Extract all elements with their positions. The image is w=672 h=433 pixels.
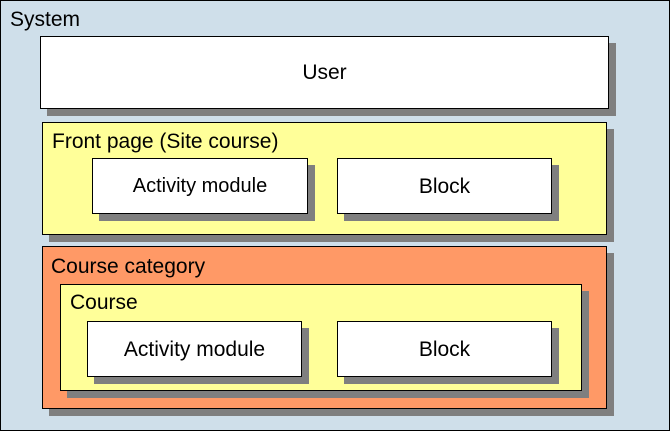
course-block-box: Block <box>337 321 552 377</box>
user-label: User <box>302 61 347 84</box>
course-activity-module-box: Activity module <box>87 321 302 377</box>
front-page-activity-module-label: Activity module <box>132 175 268 197</box>
course-category-container: Course category Course Activity module B… <box>42 246 607 409</box>
system-label: System <box>10 8 81 31</box>
front-page-container: Front page (Site course) Activity module… <box>42 122 607 235</box>
course-activity-module-label: Activity module <box>123 337 266 361</box>
user-box: User <box>40 36 609 109</box>
course-category-label: Course category <box>51 255 206 278</box>
course-label: Course <box>70 291 138 314</box>
front-page-block-box: Block <box>337 158 552 214</box>
course-block-label: Block <box>418 337 471 361</box>
front-page-block-label: Block <box>418 174 471 198</box>
front-page-activity-module-box: Activity module <box>92 158 308 214</box>
course-container: Course Activity module Block <box>60 284 582 391</box>
front-page-label: Front page (Site course) <box>52 130 279 153</box>
